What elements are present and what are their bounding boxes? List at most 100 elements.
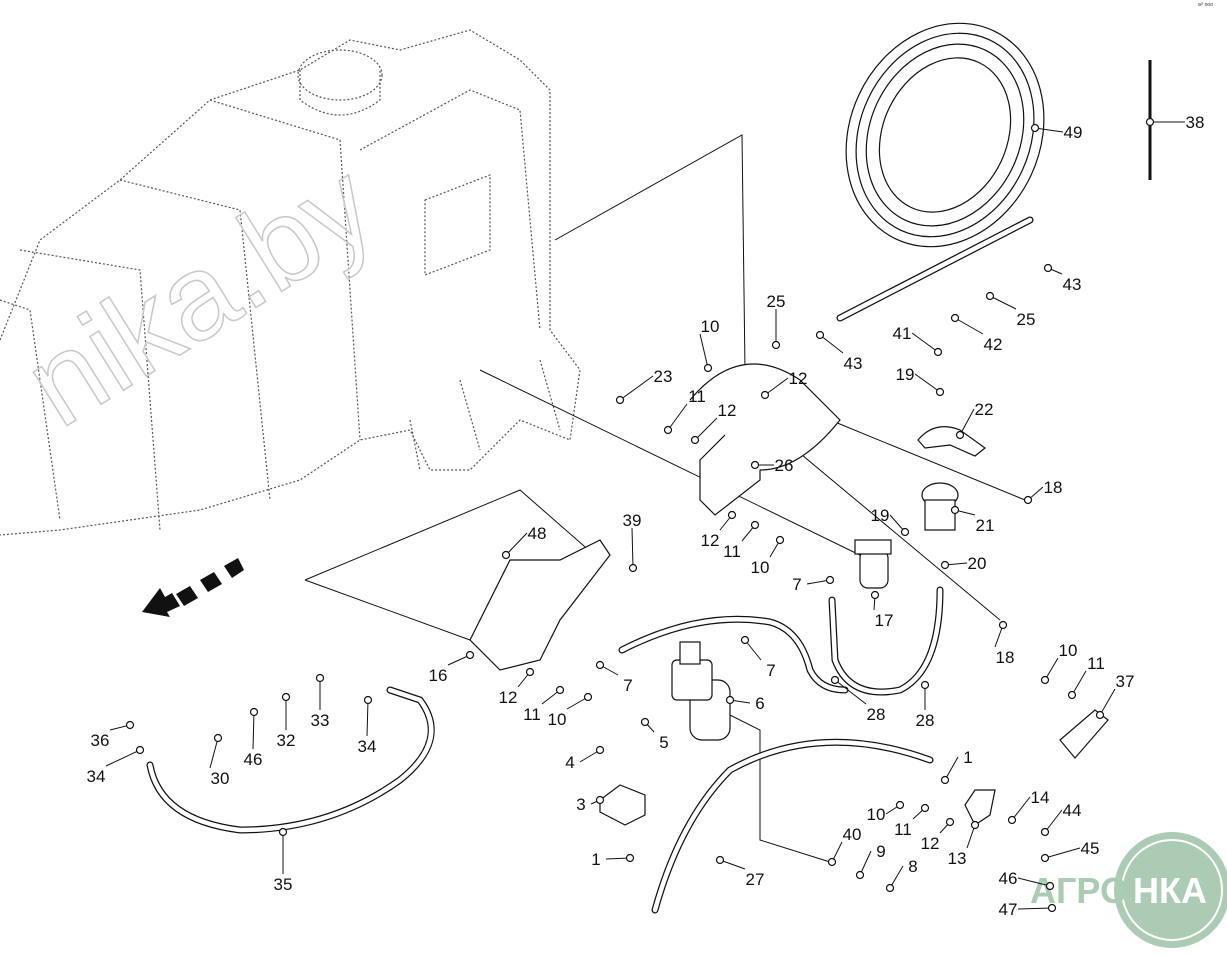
callout-leader	[1017, 907, 1053, 910]
part-marker	[855, 870, 865, 880]
part-marker	[640, 717, 650, 727]
part-marker	[1045, 881, 1055, 891]
part-marker	[625, 853, 635, 863]
callout-34: 34	[358, 737, 377, 756]
callout-30: 30	[211, 769, 230, 788]
part-marker	[725, 695, 735, 705]
part-marker	[825, 575, 835, 585]
callout-45: 45	[1081, 839, 1100, 858]
callout-19: 19	[871, 506, 890, 525]
callout-7: 7	[792, 575, 801, 594]
callout-17: 17	[875, 611, 894, 630]
part-marker	[615, 395, 625, 405]
part-marker	[920, 680, 930, 690]
part-marker	[998, 620, 1008, 630]
part-marker	[885, 883, 895, 893]
fuel-tank	[0, 29, 581, 536]
part-marker	[249, 707, 259, 717]
part-marker	[1040, 827, 1050, 837]
callout-leader	[105, 749, 141, 767]
callout-leader	[699, 333, 709, 369]
callout-leader	[889, 865, 904, 889]
callout-leader	[819, 334, 844, 354]
callout-leader	[631, 527, 634, 569]
bracket-small	[964, 789, 996, 826]
callout-38: 38	[1186, 113, 1205, 132]
callout-1: 1	[963, 748, 972, 767]
part-marker	[955, 430, 965, 440]
part-marker	[900, 527, 910, 537]
mounting-plate	[469, 539, 611, 671]
callout-44: 44	[1063, 801, 1082, 820]
callout-47: 47	[999, 900, 1018, 919]
callout-11: 11	[688, 387, 706, 406]
callout-leader	[505, 532, 528, 556]
callout-14: 14	[1031, 788, 1050, 807]
callout-10: 10	[751, 558, 770, 577]
clamp	[917, 426, 986, 457]
callout-41: 41	[893, 324, 912, 343]
part-marker	[1040, 675, 1050, 685]
part-marker	[935, 387, 945, 397]
callout-26: 26	[775, 456, 794, 475]
callout-25: 25	[767, 292, 786, 311]
watermark: nika.by	[3, 137, 396, 452]
callout-10: 10	[1059, 641, 1078, 660]
part-marker	[940, 560, 950, 570]
hose-coil	[836, 22, 1045, 322]
fuel-filter	[671, 641, 731, 741]
part-marker	[985, 291, 995, 301]
callout-10: 10	[867, 805, 886, 824]
part-marker	[281, 692, 291, 702]
callout-46: 46	[244, 750, 263, 769]
callout-leader	[1071, 670, 1087, 696]
callout-46: 46	[999, 869, 1018, 888]
callout-18: 18	[1044, 478, 1063, 497]
part-marker	[940, 775, 950, 785]
callout-5: 5	[659, 733, 668, 752]
callout-11: 11	[894, 820, 912, 839]
callout-48: 48	[528, 524, 547, 543]
callout-leader	[667, 403, 688, 431]
callout-12: 12	[789, 369, 808, 388]
callout-21: 21	[976, 516, 995, 535]
callout-10: 10	[701, 317, 720, 336]
callout-6: 6	[755, 694, 764, 713]
part-marker	[278, 827, 288, 837]
callout-12: 12	[718, 401, 737, 420]
part-marker	[703, 363, 713, 373]
part-marker	[771, 340, 781, 350]
cover-plate	[1059, 709, 1109, 759]
logo-text-left: АГРО	[1030, 870, 1128, 911]
callout-4: 4	[565, 753, 574, 772]
callout-23: 23	[654, 367, 673, 386]
part-marker	[583, 692, 593, 702]
part-marker	[950, 313, 960, 323]
part-marker	[525, 667, 535, 677]
part-marker	[945, 817, 955, 827]
part-marker	[1047, 903, 1057, 913]
callout-34: 34	[87, 767, 106, 786]
callout-40: 40	[843, 825, 862, 844]
callouts: 3849432542411922182119201718251043231112…	[87, 113, 1205, 919]
callout-leader	[252, 711, 255, 750]
callout-19: 19	[896, 365, 915, 384]
callout-leader	[694, 417, 718, 441]
callout-leader	[989, 295, 1017, 310]
valve	[599, 784, 646, 826]
part-marker	[750, 520, 760, 530]
callout-leader	[944, 756, 959, 781]
part-marker	[920, 803, 930, 813]
part-marker	[125, 720, 135, 730]
part-marker	[213, 733, 223, 743]
callout-leader	[954, 317, 984, 335]
callout-42: 42	[984, 335, 1003, 354]
callout-22: 22	[975, 400, 994, 419]
callout-8: 8	[908, 857, 917, 876]
part-marker	[690, 435, 700, 445]
callout-43: 43	[844, 354, 863, 373]
callout-25: 25	[1017, 310, 1036, 329]
callout-43: 43	[1063, 275, 1082, 294]
callout-leader	[859, 850, 872, 876]
